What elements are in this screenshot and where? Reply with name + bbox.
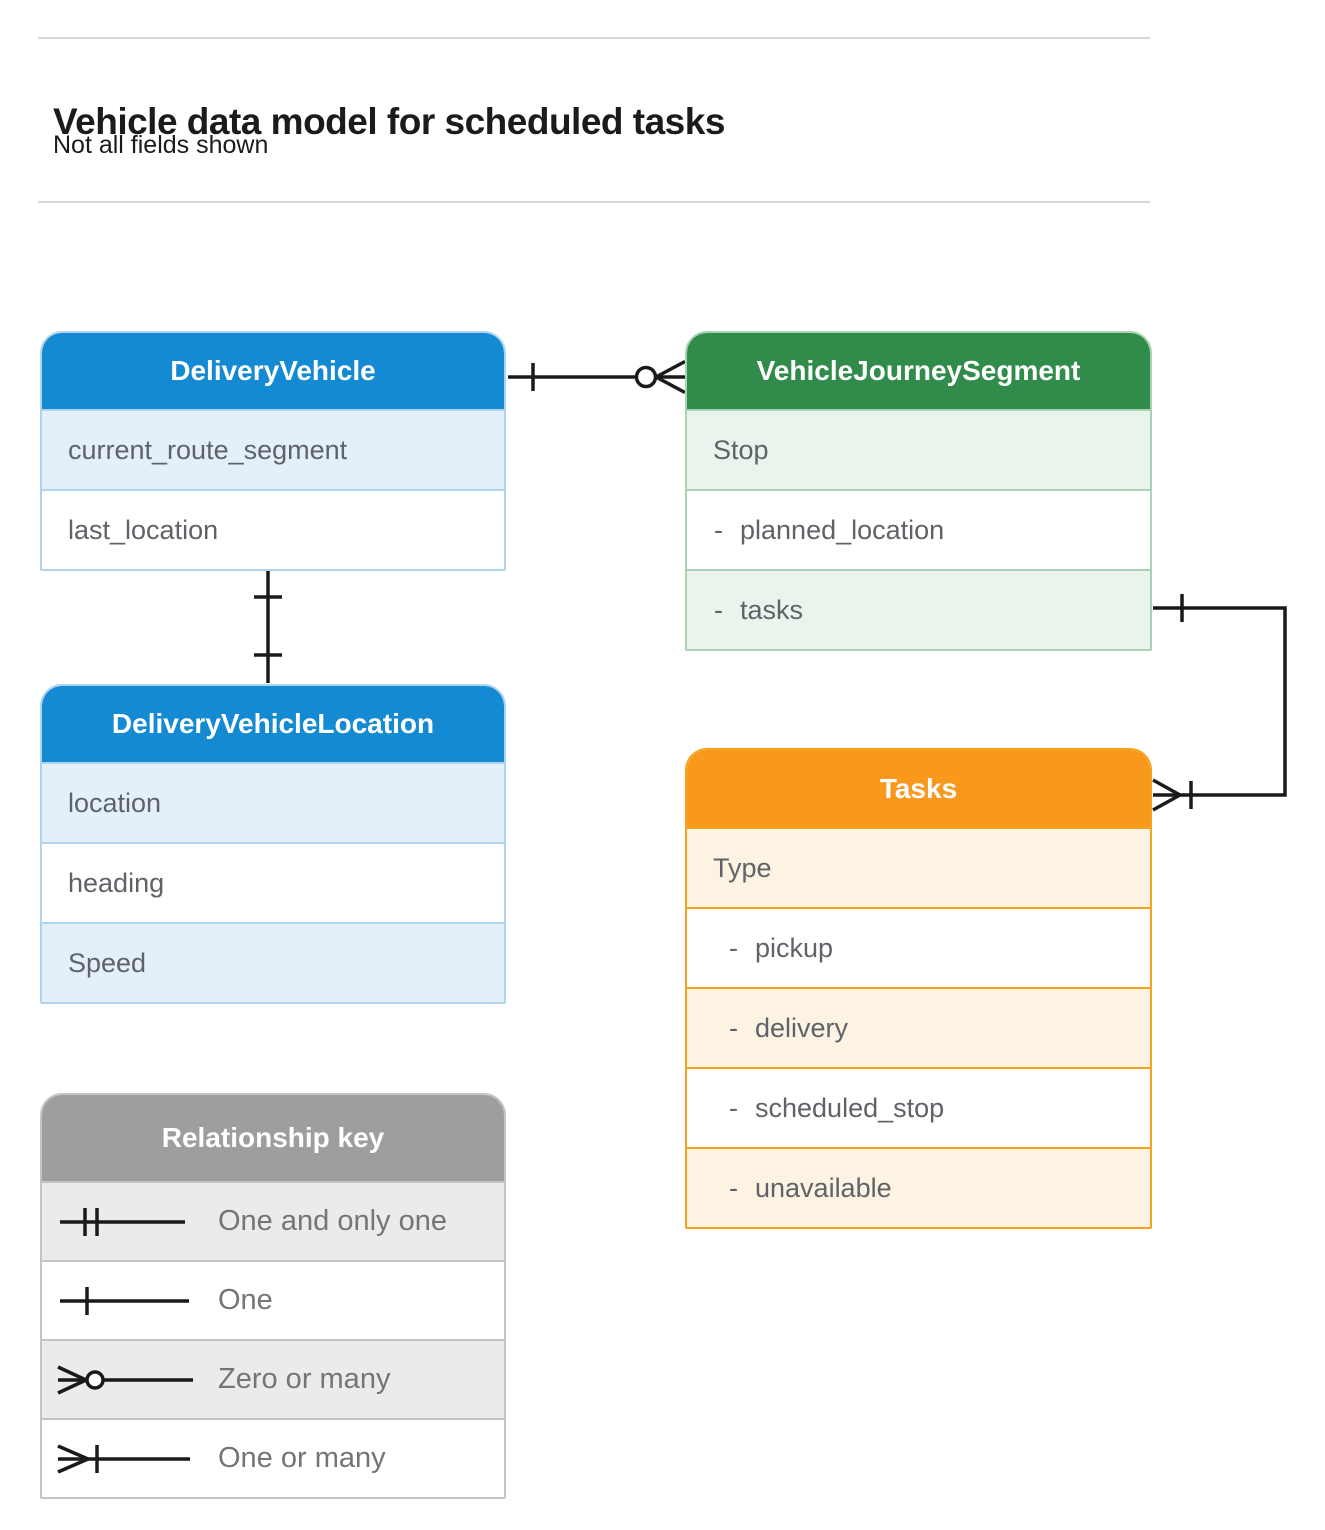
entity-delivery-vehicle-title: DeliveryVehicle [42,333,504,409]
legend-label: One or many [218,1442,386,1474]
field-label: current_route_segment [68,434,348,465]
field-label: unavailable [755,1172,892,1203]
legend-item-one-and-only-one: One and only one [42,1181,504,1260]
connector-vehiclejourneysegment-tasks [1152,594,1287,812]
entity-vehicle-journey-segment: VehicleJourneySegment Stop - planned_loc… [685,331,1152,651]
zero-or-many-icon [57,1364,193,1395]
entity-tasks: Tasks Type - pickup - delivery - schedul… [685,748,1152,1229]
field-speed: Speed [42,922,504,1002]
one-and-only-one-icon [60,1207,185,1236]
field-scheduled-stop: - scheduled_stop [687,1067,1150,1147]
one-or-many-icon [57,1443,190,1474]
field-unavailable: - unavailable [687,1147,1150,1227]
field-label: location [68,787,162,818]
one-icon [60,1286,189,1315]
field-last-location: last_location [42,489,504,569]
field-dash: - [729,1172,738,1203]
entity-vehicle-journey-segment-title: VehicleJourneySegment [687,333,1150,409]
field-label: heading [68,867,165,898]
field-delivery: - delivery [687,987,1150,1067]
field-dash: - [729,932,738,963]
entity-delivery-vehicle-location: DeliveryVehicleLocation location heading… [40,684,506,1004]
field-label: Speed [68,947,147,978]
legend-item-one-or-many: One or many [42,1418,504,1497]
field-stop: Stop [687,409,1150,489]
field-type: Type [687,827,1150,907]
field-tasks: - tasks [687,569,1150,649]
legend-label: Zero or many [218,1363,391,1395]
field-label: tasks [740,594,804,625]
connector-deliveryvehicle-deliveryvehiclelocation [254,569,282,683]
field-dash: - [714,514,723,545]
field-dash: - [729,1012,738,1043]
field-label: Type [713,852,772,883]
field-planned-location: - planned_location [687,489,1150,569]
field-dash: - [714,594,723,625]
field-label: Stop [713,434,769,465]
field-label: pickup [755,932,834,963]
legend-item-zero-or-many: Zero or many [42,1339,504,1418]
top-divider [38,37,1150,39]
header-divider [38,201,1150,203]
legend-label: One and only one [218,1205,447,1237]
field-label: planned_location [740,514,945,545]
relationship-key-title: Relationship key [42,1095,504,1181]
legend-label: One [218,1284,273,1316]
relationship-key: Relationship key One and only one One Ze… [40,1093,506,1499]
field-current-route-segment: current_route_segment [42,409,504,489]
entity-delivery-vehicle: DeliveryVehicle current_route_segment la… [40,331,506,571]
page-subtitle: Not all fields shown [53,131,269,159]
field-label: last_location [68,514,219,545]
field-pickup: - pickup [687,907,1150,987]
field-label: delivery [755,1012,849,1043]
field-heading: heading [42,842,504,922]
field-location: location [42,762,504,842]
legend-item-one: One [42,1260,504,1339]
entity-tasks-title: Tasks [687,750,1150,827]
entity-delivery-vehicle-location-title: DeliveryVehicleLocation [42,686,504,762]
field-label: scheduled_stop [755,1092,945,1123]
connector-deliveryvehicle-vehiclejourneysegment [508,359,686,395]
field-dash: - [729,1092,738,1123]
page-title: Vehicle data model for scheduled tasks [53,100,725,142]
